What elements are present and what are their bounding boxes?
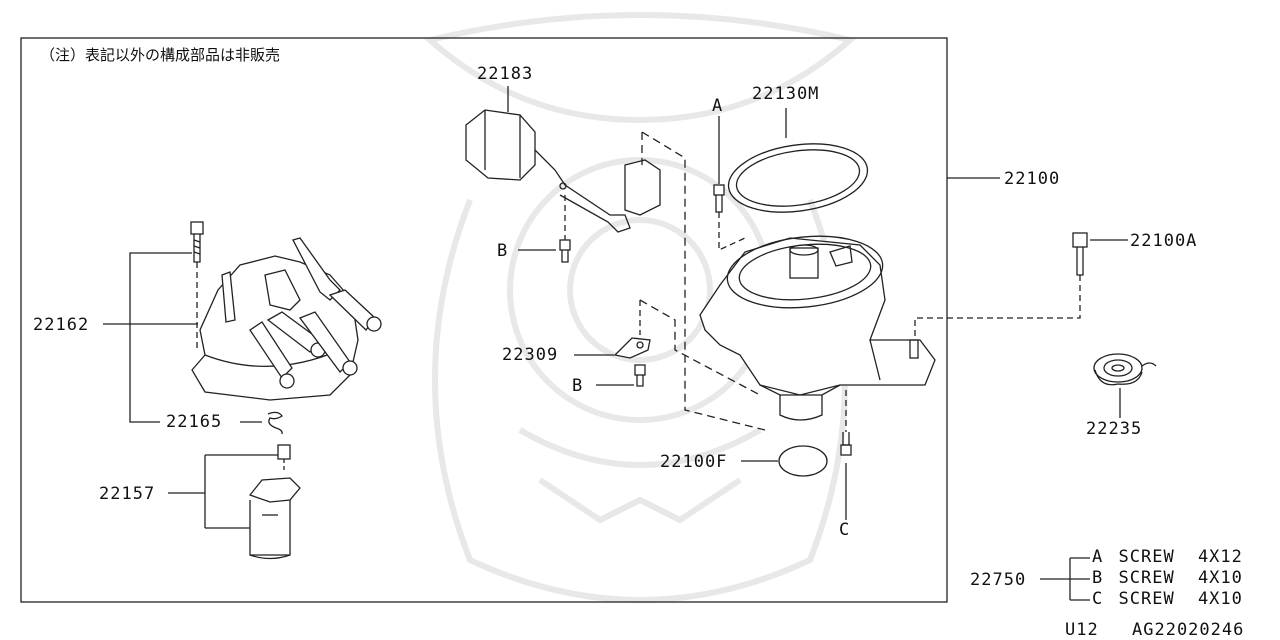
label-22165: 22165 <box>166 412 223 432</box>
callout-b-lower: B <box>572 376 584 396</box>
screw-b-upper <box>559 239 571 263</box>
label-22235: 22235 <box>1086 419 1143 439</box>
seal-22100f <box>778 445 828 477</box>
footer-ref: AG22020246 <box>1132 620 1245 640</box>
screw-a <box>713 184 746 252</box>
label-22750: 22750 <box>970 570 1027 590</box>
screw-list-b: B SCREW 4X10 <box>1092 570 1243 587</box>
screw-c-size: 4X10 <box>1197 589 1243 609</box>
screw-22100a <box>914 232 1088 338</box>
sensor-block <box>624 159 661 216</box>
distributor-cap <box>191 237 382 401</box>
screw-a-size: 4X12 <box>1197 547 1243 567</box>
leader-lines <box>103 86 1128 601</box>
note-text: （注）表記以外の構成部品は非販売 <box>40 46 281 64</box>
cap-screw <box>190 221 204 350</box>
screw-b-size: 4X10 <box>1197 568 1243 588</box>
rotor <box>248 444 301 560</box>
label-22130M: 22130M <box>752 84 820 104</box>
label-22162: 22162 <box>33 315 90 335</box>
label-22309: 22309 <box>502 345 559 365</box>
bracket-22309 <box>613 299 761 396</box>
screw-c-name: SCREW <box>1118 589 1175 609</box>
label-22157: 22157 <box>99 484 156 504</box>
spring-clip <box>267 411 283 435</box>
o-ring <box>727 143 869 213</box>
label-22100: 22100 <box>1004 169 1061 189</box>
distributor-housing <box>699 235 936 421</box>
label-22100A: 22100A <box>1130 231 1198 251</box>
footer-code: U12 <box>1065 620 1099 640</box>
callout-c: C <box>839 520 851 540</box>
label-22100F: 22100F <box>660 452 728 472</box>
callout-b-upper: B <box>497 241 509 261</box>
connector-harness <box>465 109 631 245</box>
screw-c-letter: C <box>1092 589 1104 609</box>
diagram-frame <box>20 37 948 603</box>
screw-list-a: A SCREW 4X12 <box>1092 549 1243 566</box>
screw-c <box>840 390 852 456</box>
screw-b-letter: B <box>1092 568 1104 588</box>
screw-b-lower <box>634 364 646 387</box>
callout-a: A <box>712 96 724 116</box>
gasket-22235 <box>1093 353 1157 386</box>
screw-a-name: SCREW <box>1118 547 1175 567</box>
label-22183: 22183 <box>477 64 534 84</box>
screw-b-name: SCREW <box>1118 568 1175 588</box>
screw-a-letter: A <box>1092 547 1104 567</box>
screw-list-c: C SCREW 4X10 <box>1092 591 1243 608</box>
